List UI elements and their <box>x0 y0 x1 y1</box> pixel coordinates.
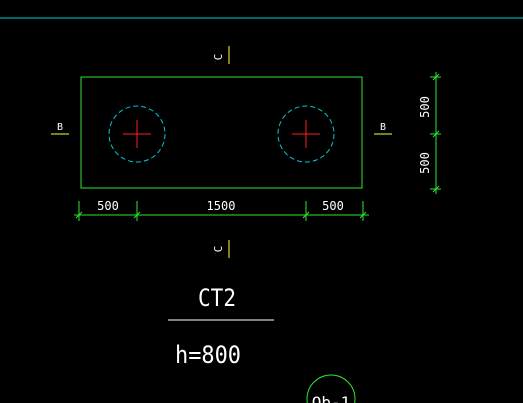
pile-right <box>277 105 335 163</box>
dim-h-tick-2 <box>133 211 141 219</box>
pile-right-circle <box>277 105 335 163</box>
tag-label: Qb-1 <box>312 393 351 403</box>
tag-circle <box>306 374 356 403</box>
section-mark-right: B <box>374 122 392 135</box>
dim-h-tick-4 <box>359 211 367 219</box>
section-mark-top: C <box>212 46 230 64</box>
section-mark-bottom-label: C <box>212 246 225 253</box>
dimension-vertical <box>430 72 441 194</box>
pile-left-circle <box>108 105 166 163</box>
section-mark-right-label: B <box>380 122 386 133</box>
dim-v-tick-2 <box>432 130 440 138</box>
section-mark-left: B <box>51 122 69 135</box>
dim-v-label-2: 500 <box>418 152 432 174</box>
cap-name: CT2 <box>198 284 236 312</box>
dim-h-tick-3 <box>302 211 310 219</box>
section-mark-bottom: C <box>212 240 230 258</box>
section-mark-top-label: C <box>212 54 225 61</box>
cap-height-note: h=800 <box>175 341 241 369</box>
pile-cap-outline <box>80 76 363 189</box>
dim-h-label-3: 500 <box>322 199 344 213</box>
section-mark-left-label: B <box>57 122 63 133</box>
dim-v-label-1: 500 <box>418 96 432 118</box>
dim-h-tick-1 <box>75 211 83 219</box>
pile-left <box>108 105 166 163</box>
dim-h-label-1: 500 <box>97 199 119 213</box>
tag-marker: Qb-1 <box>306 374 356 403</box>
dim-h-label-2: 1500 <box>207 199 236 213</box>
dim-v-tick-3 <box>432 185 440 193</box>
dimension-horizontal <box>74 201 369 221</box>
dim-v-tick-1 <box>432 73 440 81</box>
